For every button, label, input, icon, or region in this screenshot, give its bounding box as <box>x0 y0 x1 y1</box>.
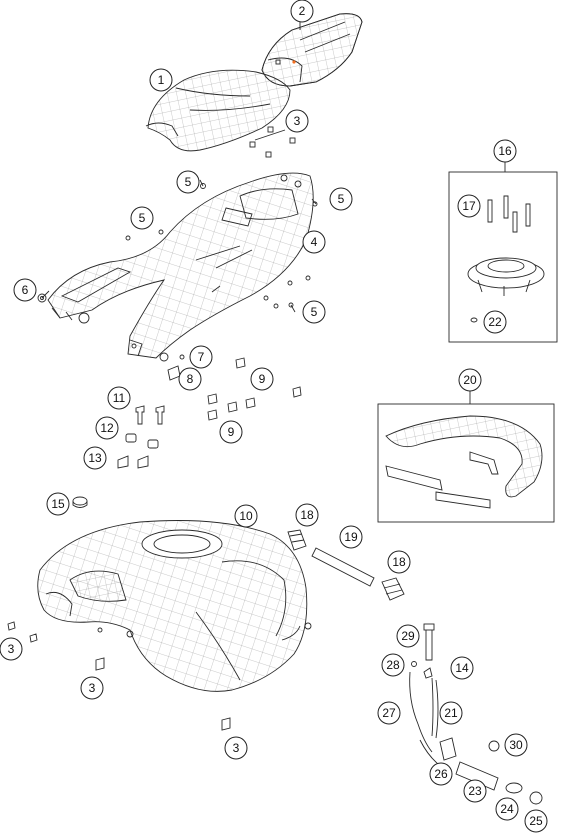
callout-29: 29 <box>396 624 420 648</box>
svg-text:26: 26 <box>434 767 448 781</box>
callout-16: 16 <box>493 139 517 163</box>
callout-22: 22 <box>483 310 507 334</box>
spring-clips-part <box>117 455 149 469</box>
callout-14: 14 <box>450 656 474 680</box>
svg-text:3: 3 <box>233 741 240 755</box>
bushing-part <box>159 352 185 381</box>
callout-21: 21 <box>439 701 463 725</box>
callout-9-a: 9 <box>250 367 274 391</box>
callout-9-b: 9 <box>219 420 243 444</box>
svg-text:2: 2 <box>299 4 306 18</box>
clips-9-part <box>207 357 302 421</box>
callout-18-a: 18 <box>295 503 319 527</box>
grab-handle-box <box>377 390 555 523</box>
svg-text:5: 5 <box>311 305 318 319</box>
svg-text:25: 25 <box>529 814 543 828</box>
callout-20: 20 <box>458 368 482 392</box>
cap-kit-box <box>448 162 558 343</box>
callout-5-d: 5 <box>302 300 326 324</box>
callout-24: 24 <box>495 797 519 821</box>
svg-text:30: 30 <box>509 738 523 752</box>
callout-1: 1 <box>149 68 173 92</box>
svg-text:9: 9 <box>259 372 266 386</box>
svg-text:19: 19 <box>344 530 358 544</box>
callout-19: 19 <box>339 525 363 549</box>
fuel-line-part <box>409 623 543 805</box>
callout-7: 7 <box>189 345 213 369</box>
svg-text:3: 3 <box>294 114 301 128</box>
callout-13: 13 <box>83 446 107 470</box>
svg-text:5: 5 <box>185 175 192 189</box>
accent-marks <box>292 60 296 64</box>
callout-5-b: 5 <box>329 187 353 211</box>
callout-6: 6 <box>13 278 37 302</box>
callout-8: 8 <box>178 367 202 391</box>
svg-text:5: 5 <box>139 211 146 225</box>
callout-12: 12 <box>95 416 119 440</box>
svg-text:28: 28 <box>386 658 400 672</box>
svg-text:24: 24 <box>500 802 514 816</box>
callout-17: 17 <box>457 194 481 218</box>
callout-labels: 1 2 3 5 5 5 4 6 5 7 8 9 11 12 9 13 15 10… <box>0 0 548 833</box>
leader-lines <box>41 179 317 313</box>
svg-text:21: 21 <box>444 706 458 720</box>
callout-2: 2 <box>290 0 314 23</box>
callout-25: 25 <box>524 809 548 833</box>
svg-text:22: 22 <box>488 315 502 329</box>
bolts-part <box>135 405 165 425</box>
svg-text:18: 18 <box>392 555 406 569</box>
svg-text:4: 4 <box>311 235 318 249</box>
svg-text:1: 1 <box>158 73 165 87</box>
cap-part <box>72 496 88 508</box>
callout-5-c: 5 <box>130 206 154 230</box>
fuel-tank-part <box>37 520 312 692</box>
svg-text:7: 7 <box>198 350 205 364</box>
rear-subframe-part <box>47 172 314 359</box>
grommets-part <box>125 433 159 449</box>
screws-part <box>125 183 318 309</box>
svg-text:20: 20 <box>463 373 477 387</box>
rider-seat-part <box>145 69 291 152</box>
fuel-filter-part <box>287 529 405 601</box>
svg-text:29: 29 <box>401 629 415 643</box>
callout-3-top: 3 <box>285 109 309 133</box>
callout-18-b: 18 <box>387 550 411 574</box>
svg-text:3: 3 <box>89 681 96 695</box>
svg-text:13: 13 <box>88 451 102 465</box>
callout-4: 4 <box>302 230 326 254</box>
callout-10: 10 <box>234 504 258 528</box>
callout-28: 28 <box>381 653 405 677</box>
svg-text:11: 11 <box>113 391 126 405</box>
svg-text:14: 14 <box>455 661 469 675</box>
svg-text:27: 27 <box>382 706 396 720</box>
passenger-seat-part <box>261 13 363 87</box>
svg-text:16: 16 <box>498 144 512 158</box>
svg-text:8: 8 <box>187 372 194 386</box>
callout-3-left: 3 <box>0 637 23 661</box>
callout-11: 11 <box>107 386 131 410</box>
callout-27: 27 <box>377 701 401 725</box>
svg-text:18: 18 <box>300 508 314 522</box>
callout-26: 26 <box>429 762 453 786</box>
svg-text:9: 9 <box>228 425 235 439</box>
callout-3-mid: 3 <box>80 676 104 700</box>
svg-text:3: 3 <box>8 642 15 656</box>
svg-text:12: 12 <box>100 421 114 435</box>
callout-23: 23 <box>463 779 487 803</box>
svg-text:10: 10 <box>239 509 253 523</box>
svg-text:5: 5 <box>338 192 345 206</box>
callout-5-a: 5 <box>176 170 200 194</box>
clips-3-lower-part <box>7 621 231 731</box>
callout-15: 15 <box>46 492 70 516</box>
clips-top-part <box>249 126 296 158</box>
svg-text:6: 6 <box>22 283 29 297</box>
callout-30: 30 <box>504 733 528 757</box>
callout-3-bottom: 3 <box>224 736 248 760</box>
svg-text:15: 15 <box>51 497 65 511</box>
svg-text:17: 17 <box>462 199 476 213</box>
svg-text:23: 23 <box>468 784 482 798</box>
